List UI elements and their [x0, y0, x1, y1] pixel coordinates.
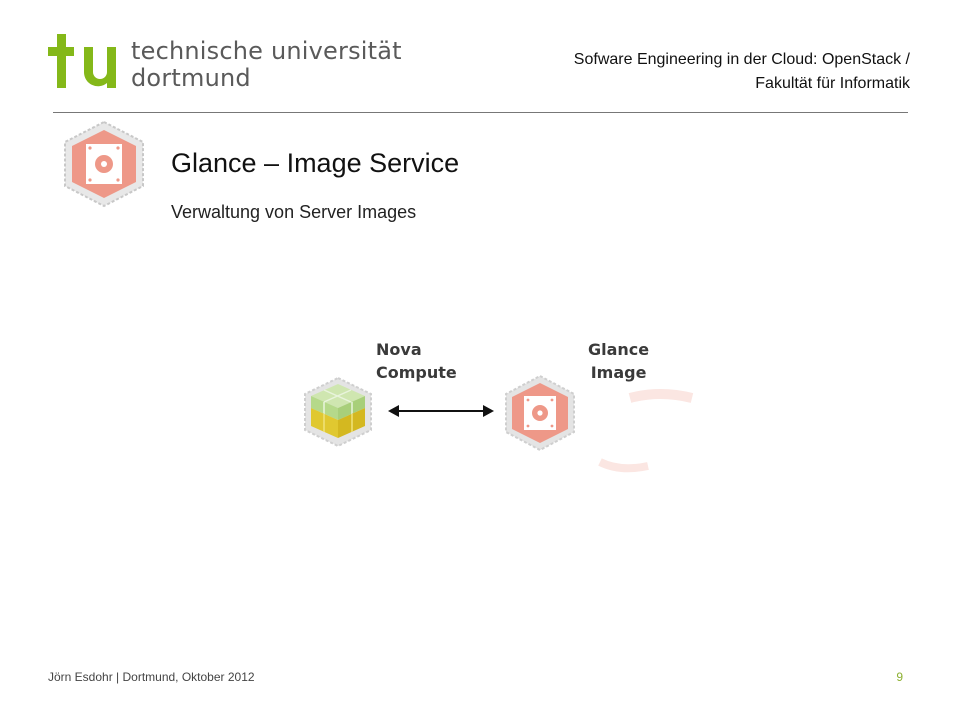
nova-label-line2: Compute — [376, 363, 457, 382]
university-name-line2: dortmund — [131, 64, 251, 92]
nova-label-line1: Nova — [376, 340, 422, 359]
tu-logo-icon — [48, 34, 116, 88]
slide-title: Glance – Image Service — [171, 148, 460, 178]
glance-image-label: Glance Image — [588, 338, 649, 384]
glance-label-line1: Glance — [588, 340, 650, 359]
header-divider — [53, 112, 908, 113]
nova-compute-icon — [304, 376, 372, 448]
university-name-line1: technische universität — [131, 37, 402, 65]
glance-label-line2: Image — [590, 363, 647, 382]
university-name: technische universität dortmund — [131, 38, 402, 92]
page-number: 9 — [896, 670, 903, 684]
background-decoration — [598, 389, 694, 473]
course-title: Sofware Engineering in der Cloud: OpenSt… — [574, 48, 910, 96]
glance-image-icon — [505, 374, 575, 452]
glance-image-icon — [64, 120, 144, 208]
footer-author: Jörn Esdohr | Dortmund, Oktober 2012 — [48, 670, 255, 684]
course-title-line1: Sofware Engineering in der Cloud: OpenSt… — [573, 51, 910, 68]
bidirectional-arrow-icon — [388, 405, 494, 417]
course-title-line2: Fakultät für Informatik — [755, 75, 910, 92]
nova-compute-label: Nova Compute — [376, 338, 457, 384]
slide-subtitle: Verwaltung von Server Images — [171, 202, 417, 222]
